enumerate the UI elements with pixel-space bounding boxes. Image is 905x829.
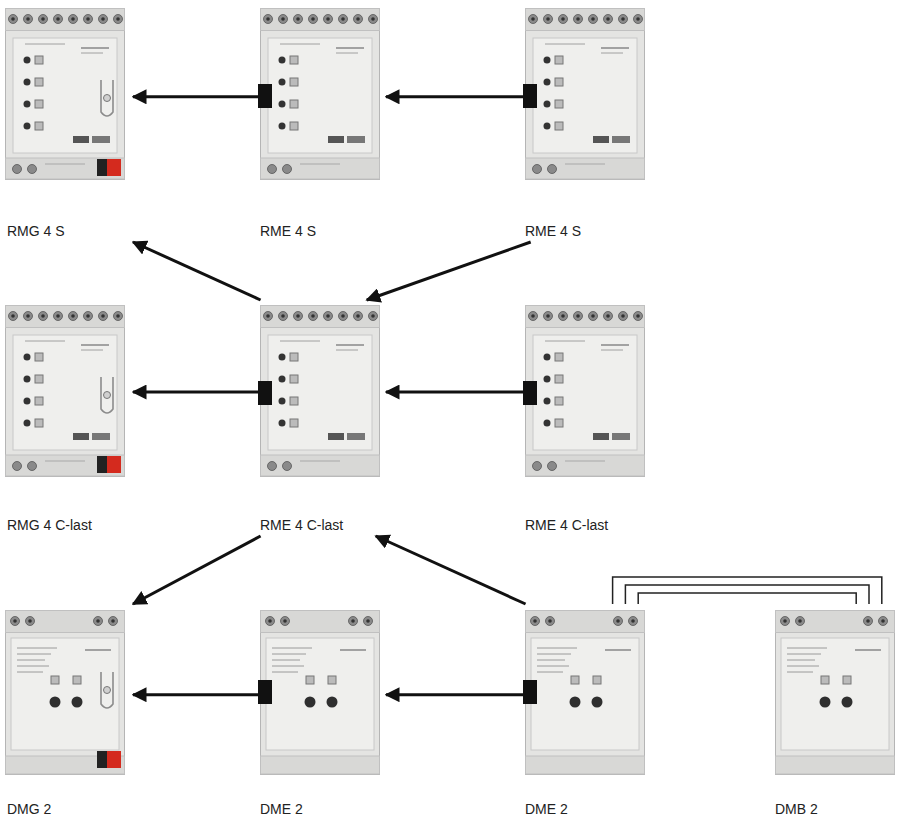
bus-wire: [625, 585, 869, 604]
device-label: RME 4 C-last: [523, 517, 651, 536]
flow-arrow: [133, 693, 258, 696]
device-label: DMB 2: [773, 801, 901, 820]
wire-connection: [613, 577, 882, 604]
device-label: DME 2: [258, 801, 386, 820]
device-module: DMB 2: [773, 604, 901, 820]
device-module: RME 4 S: [258, 4, 386, 242]
device-label: RME 4 C-last: [258, 517, 386, 536]
bus-wire: [638, 593, 856, 604]
device-module: RMG 4 C-last: [5, 300, 133, 536]
device-label: RMG 4 C-last: [5, 517, 133, 536]
device-module: DMG 2: [5, 604, 133, 820]
flow-arrow: [386, 95, 523, 98]
device-label: DMG 2: [5, 801, 133, 820]
device-label: RME 4 S: [258, 223, 386, 242]
flow-arrow: [376, 536, 526, 604]
flow-arrow: [133, 95, 258, 98]
device-module: DME 2: [523, 604, 651, 820]
bus-wire: [613, 577, 882, 604]
flow-arrow: [133, 391, 258, 394]
device-module: RME 4 C-last: [523, 300, 651, 536]
flow-arrow: [386, 693, 523, 696]
device-label: RME 4 S: [523, 223, 651, 242]
device-label: RMG 4 S: [5, 223, 133, 242]
flow-arrow: [133, 242, 261, 300]
device-label: DME 2: [523, 801, 651, 820]
device-module: RME 4 S: [523, 4, 651, 242]
device-module: RME 4 C-last: [258, 300, 386, 536]
device-module: RMG 4 S: [5, 4, 133, 242]
flow-arrow: [386, 391, 523, 394]
flow-arrow: [367, 242, 531, 300]
device-module: DME 2: [258, 604, 386, 820]
flow-arrow: [133, 536, 261, 604]
